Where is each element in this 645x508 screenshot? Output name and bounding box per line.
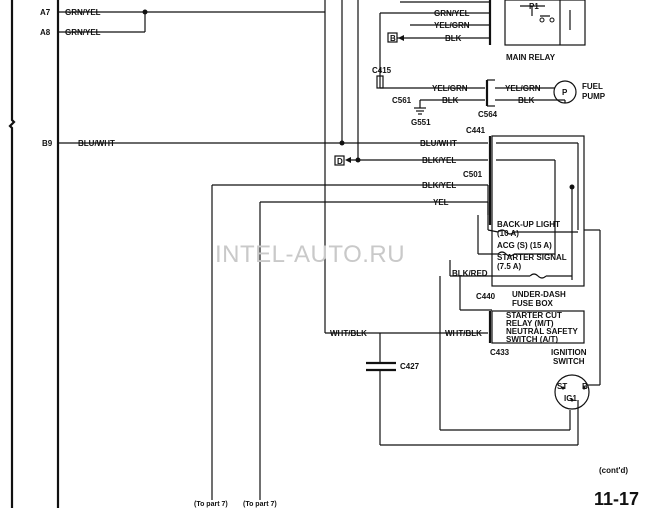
connector-c561: C561 [392,96,412,105]
connector-c415: C415 [372,66,392,75]
connector-c441: C441 [466,126,486,135]
relay-label-1: STARTER CUT [506,311,562,320]
under-dash-fuse-box [488,135,585,287]
wire-label-a8: GRN/YEL [65,28,101,37]
ref-b-label: B [390,34,396,43]
wire-label-wht-blk-left: WHT/BLK [330,329,367,338]
fuse-starter-signal: STARTER SIGNAL [497,253,567,262]
fuse-starter-signal-amp: (7.5 A) [497,262,521,271]
ign-ig1: IG1 [564,394,577,403]
wire-label-relay-yel-grn: YEL/GRN [434,21,470,30]
fuel-pump-label-1: FUEL [582,82,603,91]
wire-label-blk-yel-1: BLK/YEL [422,156,456,165]
pin-b9: B9 [42,139,53,148]
to-part-7-left: (To part 7) [194,501,228,508]
wire-label-blu-wht-right: BLU/WHT [420,139,457,148]
wire-b9 [58,140,488,146]
to-part-7-right: (To part 7) [243,501,277,508]
connector-c501: C501 [463,170,483,179]
starter-cut-relay [440,310,585,344]
cont-d-label: (cont'd) [599,466,628,475]
fuel-pump-label-2: PUMP [582,92,606,101]
wire-label-fp-yel-grn-right: YEL/GRN [505,84,541,93]
fuse-backup-light: BACK-UP LIGHT [497,220,560,229]
wire-label-relay-blk: BLK [445,34,462,43]
wire-label-fp-blk-right: BLK [518,96,535,105]
fuse-box-label-2: FUSE BOX [512,299,554,308]
connector-c440: C440 [476,292,496,301]
fuel-pump-symbol: P [562,88,568,97]
watermark: INTEL-AUTO.RU [215,241,405,268]
wire-label-blk-yel-2: BLK/YEL [422,181,456,190]
connector-c433: C433 [490,348,510,357]
fuse-acg: ACG (S) (15 A) [497,241,552,250]
ignition-switch [554,374,590,410]
pin-a8: A8 [40,28,51,37]
ign-label-1: IGNITION [551,348,587,357]
relay-label-3: NEUTRAL SAFETY [506,327,579,336]
wire-label-b9: BLU/WHT [78,139,115,148]
ground-g551: G551 [411,118,431,127]
page-number: 11-17 [594,489,639,508]
wire-label-wht-blk-right: WHT/BLK [445,329,482,338]
c427-loop [366,229,601,446]
relay-p1-label: P1 [529,2,539,11]
wire-label-fp-yel-grn-left: YEL/GRN [432,84,468,93]
wires-to-part-7 [211,184,499,500]
ign-st: ST [557,382,567,391]
wire-label-blk-red: BLK/RED [452,269,488,278]
pin-a7: A7 [40,8,51,17]
wire-a7-a8 [58,9,325,33]
control-module-outline [8,0,60,508]
main-relay-label: MAIN RELAY [506,53,556,62]
fuel-pump-circuit [376,72,577,115]
wire-label-yel: YEL [433,198,449,207]
vertical-trunk-wires [324,0,440,334]
wire-blk-red [439,260,530,430]
relay-label-2: RELAY (M/T) [506,319,554,328]
fuse-box-label-1: UNDER-DASH [512,290,566,299]
fuse-backup-light-amp: (10 A) [497,229,519,238]
ign-b: B [582,382,588,391]
wire-label-fp-blk-left: BLK [442,96,459,105]
ref-d-label: D [337,157,343,166]
ref-d-box [334,155,345,166]
connector-c427: C427 [400,362,420,371]
wire-label-a7: GRN/YEL [65,8,101,17]
connector-c564: C564 [478,110,498,119]
wire-label-relay-grn-yel: GRN/YEL [434,9,470,18]
main-relay [379,0,586,72]
relay-label-4: SWITCH (A/T) [506,335,558,344]
ign-label-2: SWITCH [553,357,585,366]
